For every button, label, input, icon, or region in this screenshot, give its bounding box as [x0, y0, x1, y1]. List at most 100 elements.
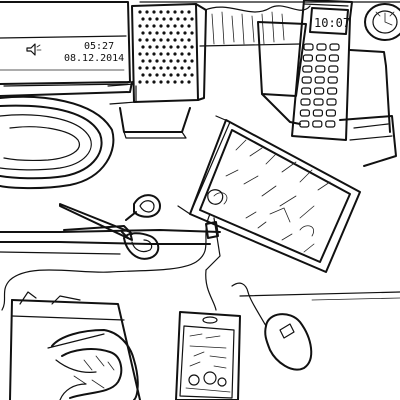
hand-with-pen — [47, 329, 139, 400]
grille-dot — [159, 24, 163, 28]
grille-dot — [166, 24, 170, 28]
grille-dot — [162, 45, 166, 49]
phone-key — [301, 76, 312, 84]
desk-surface — [239, 291, 400, 301]
grille-dot — [173, 66, 177, 70]
grille-dot — [138, 10, 142, 14]
grille-dot — [166, 52, 170, 56]
grille-dot — [159, 38, 163, 42]
grille-dot — [141, 45, 145, 49]
phone-key — [326, 98, 337, 106]
speaker-grille — [138, 10, 194, 84]
grille-dot — [187, 80, 191, 84]
grille-dot — [152, 80, 156, 84]
phone-key — [299, 120, 310, 128]
phone-key — [313, 98, 324, 106]
phone-key — [327, 76, 338, 84]
phone-key — [329, 43, 340, 51]
grille-dot — [187, 38, 191, 42]
grille-dot — [145, 66, 149, 70]
grille-dot — [159, 80, 163, 84]
phone-key — [315, 54, 326, 62]
grille-dot — [148, 73, 152, 77]
desk-edge — [0, 229, 221, 255]
usb-cable — [1, 213, 221, 311]
phone-key — [303, 43, 314, 51]
grille-dot — [166, 10, 170, 14]
phone-key — [301, 87, 312, 95]
grille-dot — [148, 31, 152, 35]
grille-dot — [148, 45, 152, 49]
grille-dot — [145, 38, 149, 42]
phone-key — [327, 87, 338, 95]
keyboard — [9, 291, 141, 400]
grille-dot — [155, 31, 159, 35]
clock-time: 05:27 — [84, 41, 114, 52]
speaker — [107, 3, 207, 139]
grille-dot — [190, 31, 194, 35]
grille-dot — [180, 80, 184, 84]
grille-dot — [173, 52, 177, 56]
phone-keypad — [299, 43, 340, 128]
grille-dot — [187, 66, 191, 70]
grille-dot — [166, 80, 170, 84]
grille-dot — [169, 45, 173, 49]
grille-dot — [162, 17, 166, 21]
grille-dot — [145, 52, 149, 56]
grille-dot — [169, 59, 173, 63]
grille-dot — [145, 24, 149, 28]
grille-dot — [138, 24, 142, 28]
grille-dot — [138, 52, 142, 56]
monitor: 05:27 08.12.2014 — [0, 1, 133, 97]
grille-dot — [141, 59, 145, 63]
grille-dot — [169, 17, 173, 21]
grille-dot — [180, 24, 184, 28]
background-shelf — [139, 1, 400, 47]
smartphone — [175, 311, 241, 400]
grille-dot — [159, 10, 163, 14]
grille-dot — [138, 66, 142, 70]
grille-dot — [138, 80, 142, 84]
grille-dot — [183, 73, 187, 77]
phone-key — [300, 98, 311, 106]
grille-dot — [159, 66, 163, 70]
grille-dot — [141, 31, 145, 35]
grille-dot — [176, 17, 180, 21]
grille-dot — [173, 10, 177, 14]
grille-dot — [187, 24, 191, 28]
phone-time: 10:07 — [314, 16, 350, 30]
grille-dot — [190, 45, 194, 49]
grille-dot — [180, 52, 184, 56]
grille-dot — [145, 80, 149, 84]
phone-key — [314, 76, 325, 84]
grille-dot — [169, 73, 173, 77]
grille-dot — [169, 31, 173, 35]
cordless-phone: 10:07 — [291, 0, 353, 141]
phone-key — [325, 120, 336, 128]
grille-dot — [141, 17, 145, 21]
phone-key — [312, 109, 323, 117]
grille-dot — [166, 38, 170, 42]
grille-dot — [152, 38, 156, 42]
speaker-icon — [26, 43, 42, 56]
grille-dot — [155, 59, 159, 63]
grille-dot — [176, 31, 180, 35]
phone-key — [328, 54, 339, 62]
clock-date: 08.12.2014 — [64, 53, 124, 64]
grille-dot — [152, 66, 156, 70]
grille-dot — [190, 73, 194, 77]
grille-dot — [183, 31, 187, 35]
grille-dot — [152, 24, 156, 28]
phone-key — [325, 109, 336, 117]
grille-dot — [152, 10, 156, 14]
grille-dot — [190, 59, 194, 63]
grille-dot — [173, 38, 177, 42]
grille-dot — [173, 80, 177, 84]
phone-key — [328, 65, 339, 73]
framed-picture — [177, 115, 361, 273]
computer-mouse — [231, 282, 313, 371]
grille-dot — [176, 73, 180, 77]
grille-dot — [152, 52, 156, 56]
grille-dot — [176, 45, 180, 49]
